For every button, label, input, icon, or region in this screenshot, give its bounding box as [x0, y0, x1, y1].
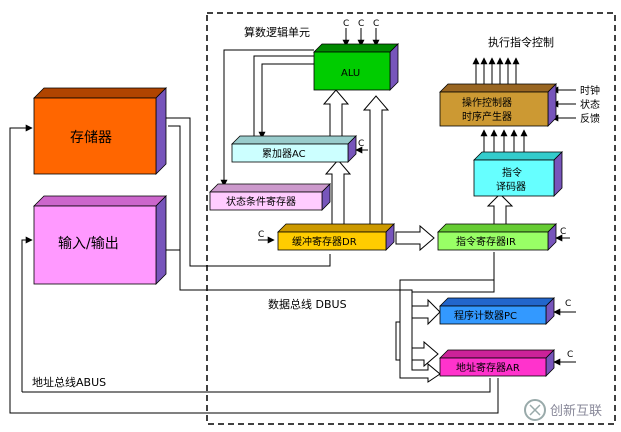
controller-label-2: 时序产生器: [462, 110, 512, 123]
address-bus-label: 地址总线ABUS: [32, 375, 106, 389]
data-bus-label: 数据总线 DBUS: [268, 297, 347, 311]
decoder-label-1: 指令: [502, 166, 522, 179]
accumulator-label: 累加器AC: [262, 148, 306, 160]
alu-label: ALU: [341, 68, 360, 79]
exec-control-label: 执行指令控制: [488, 35, 554, 49]
watermark-text: 创新互联: [550, 403, 602, 419]
program-counter-box: 程序计数器PC: [439, 297, 555, 325]
status-register-label: 状态条件寄存器: [226, 195, 296, 208]
alu-c2-label: C: [358, 19, 364, 29]
alu-c3-label: C: [373, 19, 379, 29]
dbus-io-wire-2: [168, 125, 181, 250]
decoder-box: 指令 译码器: [473, 151, 563, 197]
ac-c-label: C: [358, 139, 364, 149]
status-register-box: 状态条件寄存器: [209, 183, 331, 211]
abus-to-storage-wire: [9, 124, 33, 403]
dbus-storage-wire: [157, 114, 331, 267]
storage-label: 存储器: [70, 130, 112, 146]
dbus-ar-wire: [399, 289, 441, 383]
ar-c-label: C: [567, 350, 573, 360]
ac-dr-hollow-arrow: [324, 159, 352, 227]
alu-title: 算数逻辑单元: [244, 25, 310, 39]
address-register-label: 地址寄存器AR: [456, 361, 520, 374]
alu-to-ac-wire-2: [253, 55, 314, 138]
ac-alu-hollow-arrow: [322, 89, 350, 139]
controller-label-1: 操作控制器: [462, 96, 512, 109]
instruction-register-box: 指令寄存器IR: [437, 223, 557, 251]
buffer-register-box: 缓冲寄存器DR: [277, 223, 395, 251]
pc-c-label: C: [565, 299, 571, 309]
watermark-logo: 创新互联: [524, 399, 602, 421]
io-box: 输入/输出: [33, 195, 167, 285]
decoder-label-2: 译码器: [496, 181, 526, 193]
storage-box: 存储器: [33, 87, 167, 175]
state-label: 状态: [580, 98, 600, 111]
dr-c-label: C: [258, 230, 264, 240]
alu-status-wire: [220, 49, 314, 187]
alu-to-ac-wire: [258, 63, 314, 139]
io-label: 输入/输出: [58, 236, 119, 252]
abus-bottom-loop: [9, 378, 499, 414]
clock-label: 时钟: [580, 84, 600, 97]
dr-ir-hollow-arrow: [395, 224, 435, 252]
alu-control-inputs: [342, 28, 380, 47]
dr-alu-hollow-arrow: [362, 95, 390, 227]
program-counter-label: 程序计数器PC: [454, 309, 517, 322]
feedback-label: 反馈: [580, 112, 600, 125]
decoder-controller-arrows: [480, 129, 528, 152]
controller-box: 操作控制器 时序产生器: [439, 83, 557, 127]
buffer-register-label: 缓冲寄存器DR: [292, 235, 357, 248]
accumulator-box: 累加器AC: [231, 135, 357, 163]
exec-control-arrows: [472, 57, 520, 86]
alu-box: ALU: [313, 43, 399, 91]
cpu-boundary: [206, 12, 616, 425]
ir-c-label: C: [560, 227, 566, 237]
abus-io-branch: [21, 236, 33, 392]
instruction-register-label: 指令寄存器IR: [456, 235, 516, 248]
alu-c1-label: C: [343, 19, 349, 29]
address-bus-line: [22, 378, 491, 393]
address-register-box: 地址寄存器AR: [439, 349, 555, 377]
ir-decoder-hollow-arrow: [486, 193, 514, 229]
dbus-io-wire: [158, 249, 400, 291]
